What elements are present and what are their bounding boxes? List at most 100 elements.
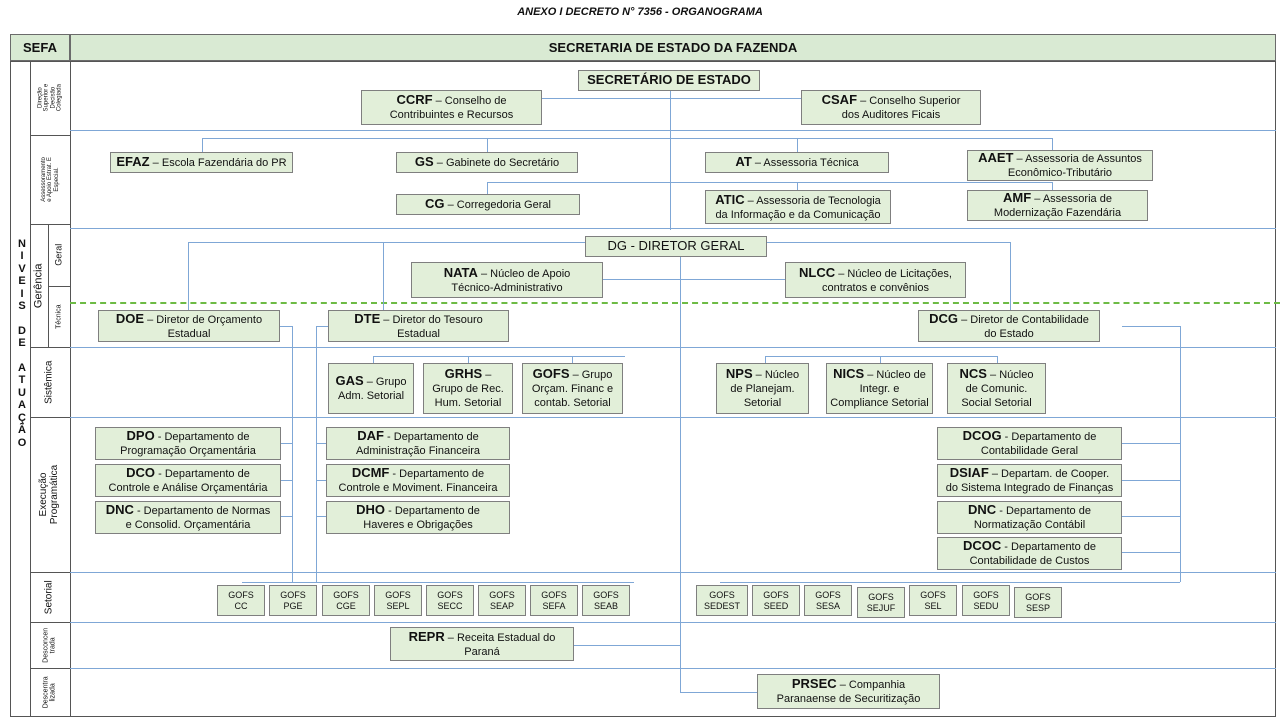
unit-efaz[interactable]: EFAZ – Escola Fazendária do PR — [110, 152, 293, 173]
unit-nata[interactable]: NATA – Núcleo de Apoio Técnico-Administr… — [411, 262, 603, 298]
unit-dcg[interactable]: DCG – Diretor de Contabilidade do Estado — [918, 310, 1100, 342]
connector — [316, 443, 326, 444]
levels-letter: N — [18, 238, 26, 250]
connector — [1122, 516, 1180, 517]
unit-nlcc-line2: contratos e convênios — [821, 281, 929, 294]
unit-ncs-line1: NCS – Núcleo — [959, 366, 1034, 382]
unit-dnc-contabil[interactable]: DNC - Departamento de Normatização Contá… — [937, 501, 1122, 534]
gofs-sepl[interactable]: GOFS SEPL — [374, 585, 422, 616]
unit-dco[interactable]: DCO - Departamento de Controle e Análise… — [95, 464, 281, 497]
gofs-sesa[interactable]: GOFS SESA — [804, 585, 852, 616]
connector — [373, 356, 374, 364]
band-tecnica-text: Técnica — [55, 304, 63, 329]
unit-cg[interactable]: CG – Corregedoria Geral — [396, 194, 580, 215]
header-sefa-label: SEFA — [23, 40, 57, 55]
unit-dte[interactable]: DTE – Diretor do Tesouro Estadual — [328, 310, 509, 342]
unit-daf[interactable]: DAF - Departamento de Administração Fina… — [326, 427, 510, 460]
band-direcao-text: Direção Superior e Decisão Colegiada — [37, 84, 63, 112]
unit-dsiaf-line2: do Sistema Integrado de Finanças — [945, 482, 1114, 494]
band-line — [70, 622, 1276, 623]
band-label-geral: Geral — [48, 224, 70, 286]
gofs-cge-line2: CGE — [336, 600, 356, 611]
unit-dnc-contabil-line2: Normatização Contábil — [973, 519, 1086, 531]
unit-dsiaf[interactable]: DSIAF – Departam. de Cooper. do Sistema … — [937, 464, 1122, 497]
unit-dcog-line2: Contabilidade Geral — [980, 445, 1079, 457]
band-label-desconcentrada: Desconcen trada — [30, 622, 70, 668]
gofs-sejuf[interactable]: GOFS SEJUF — [857, 587, 905, 618]
unit-csaf-line2: dos Auditores Ficais — [841, 109, 941, 121]
gofs-pge[interactable]: GOFS PGE — [269, 585, 317, 616]
unit-nlcc[interactable]: NLCC – Núcleo de Licitações, contratos e… — [785, 262, 966, 298]
unit-gofs[interactable]: GOFS – Grupo Orçam. Financ e contab. Set… — [522, 363, 623, 414]
unit-csaf-line1: CSAF – Conselho Superior — [821, 92, 961, 108]
band-gerencia-text: Gerência — [32, 263, 45, 308]
unit-ccrf[interactable]: CCRF – Conselho de Contribuintes e Recur… — [361, 90, 542, 125]
unit-dho[interactable]: DHO - Departamento de Haveres e Obrigaçõ… — [326, 501, 510, 534]
unit-dsiaf-line1: DSIAF – Departam. de Cooper. — [949, 465, 1110, 481]
unit-aaet-line1: AAET – Assessoria de Assuntos — [978, 150, 1142, 166]
unit-dcmf[interactable]: DCMF - Departamento de Controle e Movime… — [326, 464, 510, 497]
unit-grhs-line2: Grupo de Rec. — [432, 383, 504, 396]
unit-dg[interactable]: DG - DIRETOR GERAL — [585, 236, 767, 257]
band-label-tecnica: Técnica — [48, 286, 70, 347]
unit-amf-line1: AMF – Assessoria de — [1003, 190, 1112, 206]
unit-atic[interactable]: ATIC – Assessoria de Tecnologia da Infor… — [705, 190, 891, 224]
connector — [797, 182, 798, 190]
unit-dg-line1: DG - DIRETOR GERAL — [607, 238, 745, 254]
unit-dnc-orcamento[interactable]: DNC - Departamento de Normas e Consolid.… — [95, 501, 281, 534]
unit-dcoc-line2: Contabilidade de Custos — [969, 555, 1090, 567]
unit-doe[interactable]: DOE – Diretor de Orçamento Estadual — [98, 310, 280, 342]
unit-gas-line2: Adm. Setorial — [337, 390, 405, 402]
unit-dnc-contabil-line1: DNC - Departamento de — [968, 502, 1091, 518]
band-separator — [30, 622, 70, 623]
unit-repr[interactable]: REPR – Receita Estadual do Paraná — [390, 627, 574, 661]
gofs-seab-line1: GOFS — [593, 589, 619, 600]
unit-aaet[interactable]: AAET – Assessoria de Assuntos Econômico-… — [967, 150, 1153, 181]
unit-ncs-line2: de Comunic. — [965, 383, 1028, 396]
unit-dpo-line1: DPO - Departamento de — [126, 428, 250, 444]
unit-dcmf-line2: Controle e Moviment. Financeira — [338, 482, 498, 494]
unit-dcoc[interactable]: DCOC - Departamento de Contabilidade de … — [937, 537, 1122, 570]
unit-prsec[interactable]: PRSEC – Companhia Paranaense de Securiti… — [757, 674, 940, 709]
unit-gs[interactable]: GS – Gabinete do Secretário — [396, 152, 578, 173]
gofs-sesp[interactable]: GOFS SESP — [1014, 587, 1062, 618]
connector — [316, 480, 326, 481]
gofs-cge[interactable]: GOFS CGE — [322, 585, 370, 616]
levels-letter: A — [18, 399, 26, 412]
unit-amf[interactable]: AMF – Assessoria de Modernização Fazendá… — [967, 190, 1148, 221]
unit-dpo[interactable]: DPO - Departamento de Programação Orçame… — [95, 427, 281, 460]
band-label-direcao: Direção Superior e Decisão Colegiada — [30, 61, 70, 135]
connector — [997, 356, 998, 364]
band-descentralizada-text: Descentra lizada — [42, 676, 57, 709]
gofs-sel[interactable]: GOFS SEL — [909, 585, 957, 616]
connector — [242, 582, 634, 583]
unit-at[interactable]: AT – Assessoria Técnica — [705, 152, 889, 173]
unit-gas[interactable]: GAS – Grupo Adm. Setorial — [328, 363, 414, 414]
unit-gofs-line1: GOFS – Grupo — [532, 366, 613, 382]
band-label-sistemica: Sistêmica — [30, 347, 70, 417]
band-line — [70, 228, 1276, 229]
unit-nics[interactable]: NICS – Núcleo de Integr. e Compliance Se… — [826, 363, 933, 414]
unit-csaf[interactable]: CSAF – Conselho Superior dos Auditores F… — [801, 90, 981, 125]
unit-nps[interactable]: NPS – Núcleo de Planejam. Setorial — [716, 363, 809, 414]
connector — [202, 138, 1052, 139]
unit-ncs[interactable]: NCS – Núcleo de Comunic. Social Setorial — [947, 363, 1046, 414]
unit-nlcc-line1: NLCC – Núcleo de Licitações, — [799, 264, 952, 280]
gerencia-divider — [48, 224, 49, 347]
gofs-seed[interactable]: GOFS SEED — [752, 585, 800, 616]
gofs-secc[interactable]: GOFS SECC — [426, 585, 474, 616]
unit-secretario[interactable]: SECRETÁRIO DE ESTADO — [578, 70, 760, 91]
gofs-seap[interactable]: GOFS SEAP — [478, 585, 526, 616]
unit-dcog[interactable]: DCOG - Departamento de Contabilidade Ger… — [937, 427, 1122, 460]
band-separator — [30, 417, 70, 418]
unit-repr-line2: Paraná — [464, 645, 500, 658]
connector — [280, 480, 292, 481]
gofs-pge-line2: PGE — [283, 600, 303, 611]
gofs-sedu[interactable]: GOFS SEDU — [962, 585, 1010, 616]
gofs-sedest[interactable]: GOFS SEDEST — [696, 585, 748, 616]
gofs-cc[interactable]: GOFS CC — [217, 585, 265, 616]
gofs-sefa[interactable]: GOFS SEFA — [530, 585, 578, 616]
levels-letter: E — [18, 337, 26, 350]
unit-grhs[interactable]: GRHS – Grupo de Rec. Hum. Setorial — [423, 363, 513, 414]
gofs-seab[interactable]: GOFS SEAB — [582, 585, 630, 616]
